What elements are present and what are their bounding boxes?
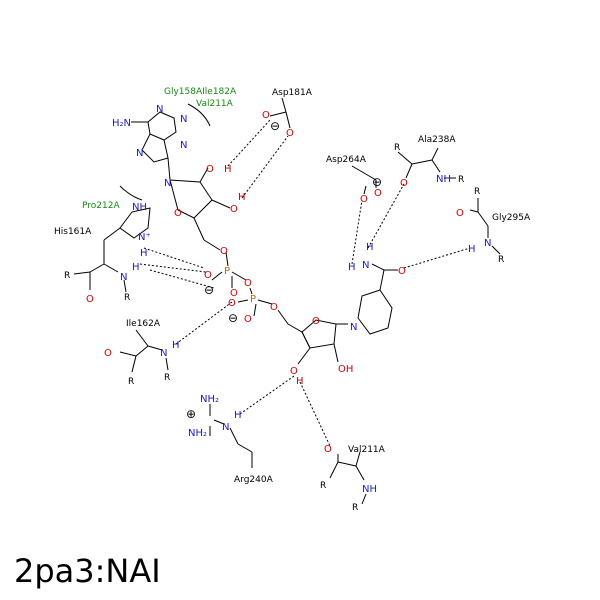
phosphate2-charge: ⊖ xyxy=(228,311,238,325)
arg240-nh2-top: NH₂ xyxy=(200,394,219,405)
residue-val211a-bottom: Val211A xyxy=(348,445,386,455)
residue-ala238a: Ala238A xyxy=(418,135,456,145)
hydrophobic-pro212: Pro212A xyxy=(82,201,120,211)
ile162-h: H xyxy=(172,340,180,351)
residue-arg240a: Arg240A xyxy=(234,475,274,485)
hydrophobic-val211-top: Val211A xyxy=(196,99,234,109)
adenine-n7: N xyxy=(180,140,187,151)
ribose1-ring-o: O xyxy=(174,208,182,219)
ile162-r-bottom: R xyxy=(128,377,134,387)
gly295-o: O xyxy=(456,208,464,219)
gly295-r-top: R xyxy=(474,187,480,197)
his161-o: O xyxy=(86,294,94,305)
hydrophobic-gly158-ile182: Gly158AIle182A xyxy=(164,87,237,97)
gly295-h: H xyxy=(468,244,476,255)
asp264-charge: ⊖ xyxy=(372,175,382,189)
residue-ile162a: Ile162A xyxy=(126,319,161,329)
adenine-glycosidic-n: N xyxy=(164,178,171,189)
phosphate2-o-a: O xyxy=(228,298,236,309)
phosphate1-o-bridge: O xyxy=(244,278,252,289)
amide-h-lower: H xyxy=(348,262,356,273)
phosphate2-o5: O xyxy=(270,302,278,313)
hydrophobic-arc-top xyxy=(187,103,211,127)
phosphate2-p: P xyxy=(250,294,256,305)
his161-ring-nh: NH xyxy=(132,202,147,213)
his161-ring-nplus: N⁺ xyxy=(138,232,151,243)
adenine-amine-label: H₂N xyxy=(112,118,131,129)
ribose1-o3-o: O xyxy=(230,204,238,215)
amide-h-upper: H xyxy=(366,242,374,253)
phosphate2-o-b: O xyxy=(244,314,252,325)
ribose2-o2-o: O xyxy=(290,366,298,377)
asp181-o2: O xyxy=(286,128,294,139)
ala238-nh: NH xyxy=(436,174,451,185)
ribose2-ring-o: O xyxy=(312,316,320,327)
adenine-n1: N xyxy=(156,104,163,115)
his161-r-bottom: R xyxy=(124,293,130,303)
val211-r-left: R xyxy=(320,481,326,491)
residue-asp181a: Asp181A xyxy=(272,88,313,98)
val211-nh: NH xyxy=(362,484,377,495)
ile162-o: O xyxy=(104,348,112,359)
gly295-n: N xyxy=(484,238,491,249)
val211-o: O xyxy=(324,444,332,455)
val211-r-bottom: R xyxy=(352,503,358,513)
phosphate1-o5: O xyxy=(220,246,228,257)
amide-n: N xyxy=(362,260,369,271)
ala238-r-top: R xyxy=(394,143,400,153)
structure-caption: 2pa3:NAI xyxy=(14,552,161,590)
arg240-charge: ⊕ xyxy=(186,407,196,421)
ribose1-o3-h: H xyxy=(238,192,246,203)
his161-ring-h: H xyxy=(140,248,148,259)
gly295-r-bottom: R xyxy=(498,255,504,265)
adenine-n9: N xyxy=(136,148,143,159)
phosphate1-o-b: O xyxy=(230,288,238,299)
phosphate1-o-a: O xyxy=(204,270,212,281)
arg240-n: N xyxy=(222,422,229,433)
bond-layer xyxy=(73,97,501,505)
residue-gly295a: Gly295A xyxy=(492,213,531,223)
arg240-h: H xyxy=(234,410,242,421)
ribose2-o3-label: OH xyxy=(338,364,353,375)
ala238-r-right: R xyxy=(458,175,464,185)
asp181-o1: O xyxy=(262,110,270,121)
ribose1-o2-h: H xyxy=(224,164,232,175)
phosphate1-p: P xyxy=(224,266,230,277)
phosphate1-charge: ⊖ xyxy=(204,283,214,297)
his161-r-left: R xyxy=(64,271,70,281)
residue-his161a: His161A xyxy=(54,227,92,237)
asp264-o2: O xyxy=(360,194,368,205)
arg240-nh2-bottom: NH₂ xyxy=(188,428,207,439)
amide-o: O xyxy=(398,266,406,277)
ribose1-o2-o: O xyxy=(206,164,214,175)
his161-backbone-h: H xyxy=(132,262,140,273)
ile162-n: N xyxy=(160,348,167,359)
ile162-r-right: R xyxy=(164,373,170,383)
ribose2-o2-h: H xyxy=(296,376,304,387)
asp181-charge: ⊖ xyxy=(270,119,280,133)
adenine-n3: N xyxy=(180,114,187,125)
hydrogen-bond-layer xyxy=(139,119,471,447)
residue-asp264a: Asp264A xyxy=(326,155,367,165)
his161-backbone-n: N xyxy=(120,272,127,283)
nicotinamide-ring-n: N xyxy=(350,322,357,333)
ala238-o: O xyxy=(400,178,408,189)
asp264-o1: O xyxy=(374,188,382,199)
hydrophobic-arc-left xyxy=(119,185,143,201)
